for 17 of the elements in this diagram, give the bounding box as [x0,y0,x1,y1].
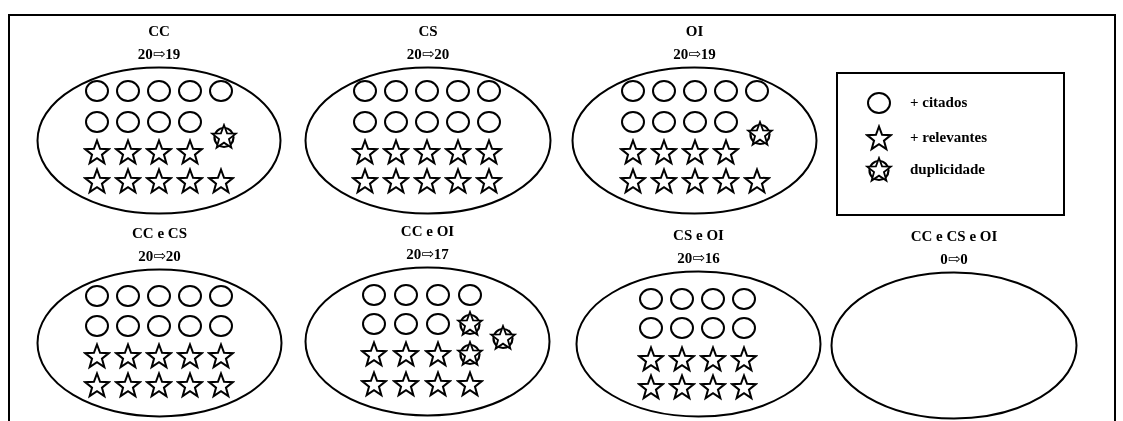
set-title: CS [418,22,438,40]
legend-label: duplicidade [910,160,986,178]
legend-label: + relevantes [910,128,987,146]
set-title: CC e CS e OI [910,227,998,245]
set-title: CC [148,22,170,40]
set-title: CC e OI [400,222,455,240]
set-title: CS e OI [673,226,724,244]
count-label: 20⇨20 [406,45,450,63]
count-label: 20⇨19 [137,45,181,63]
set-title: CC e CS [132,224,187,242]
set-title: OI [685,22,704,40]
count-label: 20⇨20 [138,247,181,265]
count-label: 0⇨0 [940,250,968,268]
count-label: 20⇨16 [677,249,720,267]
count-label: 20⇨19 [673,45,716,63]
legend-label: + citados [910,93,968,111]
count-label: 20⇨17 [406,245,449,263]
